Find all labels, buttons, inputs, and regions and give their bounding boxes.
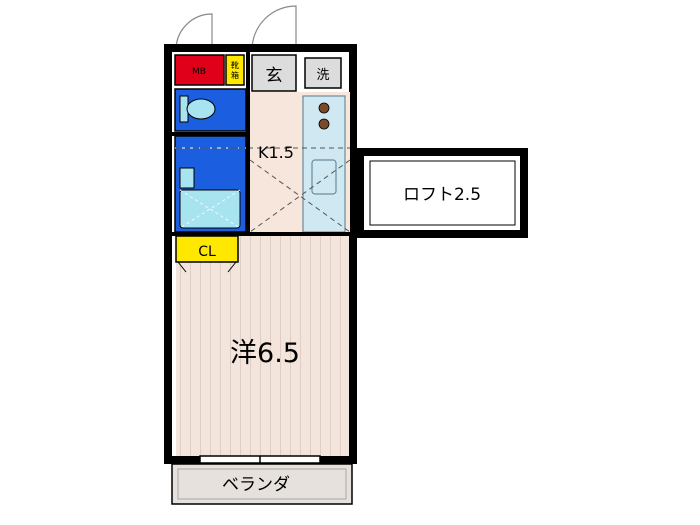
meter-box <box>174 54 225 86</box>
sink-icon <box>311 159 337 195</box>
western-room-floor <box>176 234 349 456</box>
western-room-label: 洋6.5 <box>230 338 300 369</box>
shoe-box-label: 靴箱 <box>231 60 239 80</box>
stove-icon <box>318 102 330 130</box>
front-door-swing <box>175 5 297 51</box>
toilet-icon <box>179 95 216 123</box>
balcony <box>171 463 353 505</box>
washer-space <box>304 57 342 89</box>
meter-box-label: MB <box>192 67 206 77</box>
closet-label: CL <box>198 244 216 260</box>
loft-label: ロフト2.5 <box>403 185 481 205</box>
washer-label: 洗 <box>316 68 329 83</box>
entrance <box>251 54 297 92</box>
shoe-box <box>225 54 245 86</box>
kitchen-label: K1.5 <box>258 143 294 162</box>
kitchen-dashed-lines <box>176 147 351 233</box>
entrance-label: 玄 <box>266 66 283 86</box>
bathtub-icon <box>179 167 241 229</box>
closet-doors <box>177 261 237 273</box>
interior-walls <box>170 52 350 236</box>
balcony-label: ベランダ <box>222 475 290 495</box>
balcony-window <box>199 455 321 464</box>
